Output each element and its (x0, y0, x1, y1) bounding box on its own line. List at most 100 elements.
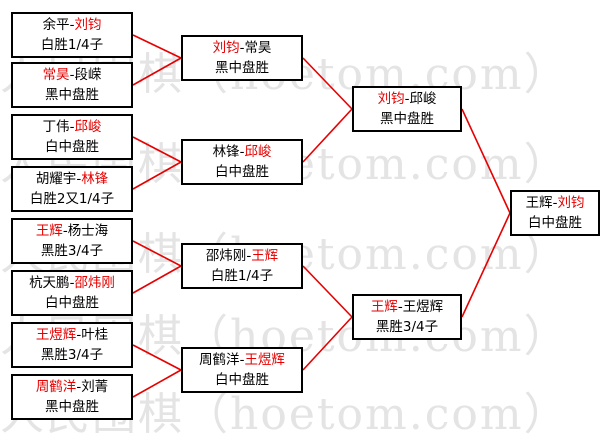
match-box: 王辉-杨士海黑胜3/4子 (11, 218, 133, 264)
bracket-connectors (132, 34, 511, 398)
match-players: 王煜辉-叶桂 (36, 325, 108, 345)
player-white-name: 王煜辉 (402, 299, 444, 315)
match-players: 邵炜刚-王辉 (206, 246, 278, 266)
match-box: 周鹤洋-刘菁黑中盘胜 (11, 374, 133, 420)
player-black-name: 周鹤洋 (199, 352, 240, 368)
player-white-name: 林锋 (81, 171, 109, 187)
player-white-name: 叶桂 (81, 327, 109, 343)
vs-separator: - (239, 40, 245, 56)
connector-line (132, 57, 182, 86)
match-result: 白中盘胜 (215, 164, 269, 180)
match-result: 白中盘胜 (45, 295, 99, 311)
match-players: 王辉-杨士海 (36, 221, 108, 241)
player-black-name: 常昊 (42, 67, 70, 83)
match-box: 刘钧-常昊黑中盘胜 (181, 35, 303, 81)
match-result: 白中盘胜 (45, 139, 99, 155)
player-white-name: 刘菁 (81, 379, 109, 395)
vs-separator: - (69, 67, 75, 83)
vs-separator: - (69, 275, 75, 291)
connector-line (132, 161, 182, 190)
match-box: 刘钧-邱峻黑中盘胜 (352, 86, 462, 132)
match-players: 刘钧-常昊 (213, 38, 272, 58)
match-box: 常昊-段嵘黑中盘胜 (11, 62, 133, 108)
match-box: 丁伟-邱峻白中盘胜 (11, 114, 133, 160)
connector-line (132, 34, 182, 59)
vs-separator: - (239, 144, 245, 160)
connector-line (302, 57, 353, 110)
vs-separator: - (76, 379, 82, 395)
player-black-name: 王煜辉 (35, 327, 77, 343)
player-white-name: 王辉 (251, 248, 279, 264)
player-black-name: 余平 (42, 17, 70, 33)
match-box: 邵炜刚-王辉白胜1/4子 (181, 243, 303, 289)
player-black-name: 刘钧 (377, 91, 405, 107)
connector-line (132, 369, 182, 398)
vs-separator: - (239, 352, 245, 368)
vs-separator: - (397, 299, 403, 315)
player-black-name: 王辉 (525, 195, 553, 211)
match-box: 胡耀宇-林锋白胜2又1/4子 (11, 166, 133, 212)
match-box: 余平-刘钧白胜1/4子 (11, 12, 133, 58)
match-players: 周鹤洋-刘菁 (36, 377, 108, 397)
player-white-name: 杨士海 (67, 223, 109, 239)
match-result: 白中盘胜 (528, 215, 582, 231)
match-result: 黑中盘胜 (45, 399, 99, 415)
match-box: 林锋-邱峻白中盘胜 (181, 139, 303, 185)
vs-separator: - (76, 171, 82, 187)
connector-line (302, 108, 353, 163)
player-white-name: 常昊 (244, 40, 272, 56)
vs-separator: - (404, 91, 410, 107)
match-result: 白胜1/4子 (210, 268, 274, 284)
player-white-name: 邱峻 (409, 91, 437, 107)
match-result: 黑中盘胜 (45, 87, 99, 103)
match-box: 王辉-王煜辉黑胜3/4子 (352, 294, 462, 340)
vs-separator: - (69, 17, 75, 33)
player-white-name: 段嵘 (74, 67, 102, 83)
match-result: 白中盘胜 (215, 372, 269, 388)
connector-line (461, 212, 511, 318)
player-black-name: 王辉 (370, 299, 398, 315)
connector-line (461, 108, 511, 214)
player-white-name: 邵炜刚 (74, 275, 115, 291)
match-result: 黑胜3/4子 (40, 243, 104, 259)
connector-line (302, 265, 353, 318)
player-white-name: 刘钧 (557, 195, 585, 211)
match-players: 丁伟-邱峻 (43, 117, 102, 137)
vs-separator: - (76, 327, 82, 343)
match-players: 周鹤洋-王煜辉 (199, 350, 285, 370)
match-result: 黑中盘胜 (215, 60, 269, 76)
match-result: 黑胜3/4子 (40, 347, 104, 363)
match-players: 杭天鹏-邵炜刚 (29, 273, 115, 293)
vs-separator: - (552, 195, 558, 211)
match-players: 刘钧-邱峻 (378, 89, 437, 109)
match-players: 王辉-刘钧 (526, 193, 585, 213)
vs-separator: - (246, 248, 252, 264)
connector-line (132, 344, 182, 371)
match-box: 王辉-刘钧白中盘胜 (510, 190, 600, 236)
player-white-name: 王煜辉 (244, 352, 285, 368)
player-white-name: 邱峻 (74, 119, 102, 135)
match-box: 周鹤洋-王煜辉白中盘胜 (181, 347, 303, 393)
player-black-name: 王辉 (35, 223, 63, 239)
vs-separator: - (62, 223, 68, 239)
match-players: 林锋-邱峻 (213, 142, 272, 162)
player-black-name: 杭天鹏 (29, 275, 70, 291)
match-players: 余平-刘钧 (43, 15, 102, 35)
player-white-name: 刘钧 (74, 17, 102, 33)
match-box: 王煜辉-叶桂黑胜3/4子 (11, 322, 133, 368)
player-white-name: 邱峻 (244, 144, 272, 160)
player-black-name: 丁伟 (42, 119, 70, 135)
player-black-name: 周鹤洋 (35, 379, 77, 395)
player-black-name: 胡耀宇 (35, 171, 77, 187)
match-players: 王辉-王煜辉 (371, 297, 443, 317)
player-black-name: 林锋 (212, 144, 240, 160)
match-players: 胡耀宇-林锋 (36, 169, 108, 189)
player-black-name: 刘钧 (212, 40, 240, 56)
match-result: 白胜2又1/4子 (29, 191, 115, 207)
match-result: 黑胜3/4子 (375, 319, 439, 335)
vs-separator: - (69, 119, 75, 135)
connector-line (132, 136, 182, 163)
connector-line (132, 265, 182, 294)
match-players: 常昊-段嵘 (43, 65, 102, 85)
connector-line (302, 316, 353, 371)
